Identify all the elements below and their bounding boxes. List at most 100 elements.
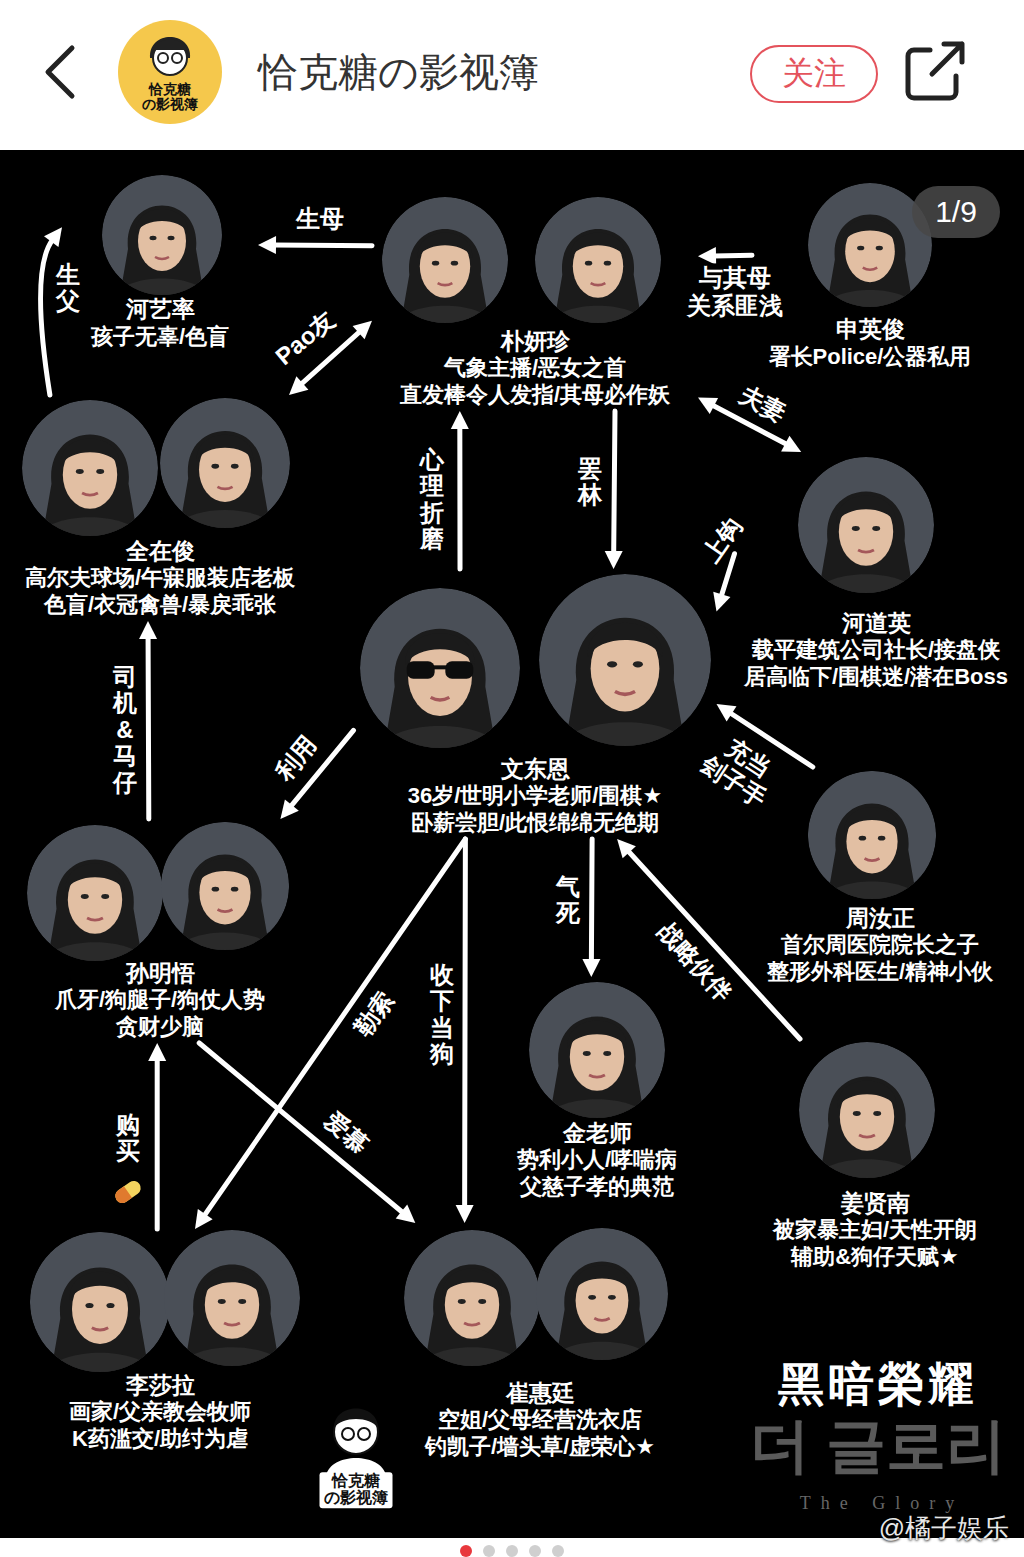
relation-label: 司机&马仔 — [111, 662, 139, 798]
arrow-head — [781, 436, 801, 452]
character-note: 36岁/世明小学老师/围棋★ 卧薪尝胆/此恨绵绵无绝期 — [407, 783, 664, 836]
relation-arrow — [199, 1043, 415, 1223]
arrow-head — [289, 376, 308, 395]
relation-arrow — [582, 839, 600, 977]
pill-icon — [113, 1178, 144, 1206]
relation-arrow — [698, 247, 752, 265]
avatar-caption: 恰克糖 の影视簿 — [141, 82, 200, 111]
arrow-head — [582, 959, 600, 977]
character-card: 周汝正首尔周医院院长之子 整形外科医生/精神小伙 — [760, 770, 1000, 985]
caption-block: 河道英载平建筑公司社长/接盘侠 居高临下/围棋迷/潜在Boss — [738, 610, 1015, 690]
avatar-icon — [118, 20, 222, 124]
character-card: 崔惠廷空姐/父母经营洗衣店 钓凯子/墙头草/虚荣心★ — [395, 1226, 685, 1460]
relation-label: 战略伙伴 — [650, 914, 740, 1010]
arrow-head — [617, 839, 636, 858]
character-name: 申英俊 — [836, 316, 905, 343]
character-name: 河艺率 — [126, 296, 195, 323]
relation-line — [462, 839, 468, 1207]
character-note: 署长Police/公器私用 — [769, 344, 972, 370]
character-name: 全在俊 — [126, 538, 195, 565]
app-header — [0, 0, 1024, 150]
caption-block: 文东恩36岁/世明小学老师/围棋★ 卧薪尝胆/此恨绵绵无绝期 — [357, 756, 714, 836]
relation-label: 利用 — [267, 728, 324, 788]
relation-label: 生母 — [293, 204, 347, 234]
relation-arrow — [456, 839, 474, 1223]
arrow-head — [456, 1205, 474, 1223]
page-indicator: 1/9 — [912, 186, 1000, 238]
caption-block: 周汝正首尔周医院院长之子 整形外科医生/精神小伙 — [760, 905, 1000, 985]
relation-line — [146, 637, 152, 819]
character-note: 首尔周医院院长之子 整形外科医生/精神小伙 — [766, 932, 995, 985]
relation-arrow — [195, 839, 465, 1229]
character-name: 河道英 — [842, 610, 911, 637]
relation-line — [155, 1059, 160, 1229]
arrow-head — [698, 247, 716, 265]
mascot-caption: 恰克糖 の影视簿 — [320, 1472, 393, 1508]
relation-line — [628, 851, 800, 1039]
arrow-head — [195, 1209, 213, 1229]
show-title-korean: 더 글로리 — [750, 1406, 1007, 1487]
arrow-head — [258, 236, 276, 254]
relation-line — [199, 1043, 403, 1213]
character-card: 姜贤南被家暴主妇/天性开朗 辅助&狗仔天赋★ — [750, 1042, 1000, 1270]
character-name: 崔惠廷 — [506, 1380, 575, 1407]
character-card: 全在俊高尔夫球场/午寐服装店老板 色盲/衣冠禽兽/暴戾乖张 — [10, 398, 310, 618]
caption-block: 孙明悟爪牙/狗腿子/狗仗人势 贪财少脑 — [20, 960, 300, 1040]
arrow-head — [280, 799, 298, 819]
character-name: 周汝正 — [846, 905, 915, 932]
arrow-head — [148, 1043, 166, 1061]
watermark: @橘子娱乐 — [879, 1511, 1009, 1546]
show-title: 黑暗榮耀 — [778, 1354, 978, 1416]
relation-label: Pao友 — [267, 303, 343, 373]
character-card: 河艺率孩子无辜/色盲 — [65, 172, 255, 350]
account-name: 恰克糖の影视簿 — [258, 45, 539, 100]
relation-arrow — [617, 839, 800, 1039]
character-name: 文东恩 — [501, 756, 570, 783]
relation-label: 与其母 关系匪浅 — [683, 263, 788, 320]
caption-block: 河艺率孩子无辜/色盲 — [65, 296, 255, 350]
character-note: 爪牙/狗腿子/狗仗人势 贪财少脑 — [54, 987, 267, 1040]
character-note: 画家/父亲教会牧师 K药滥交/助纣为虐 — [68, 1399, 253, 1452]
relation-label: 勒索 — [347, 983, 402, 1044]
character-card: 河道英载平建筑公司社长/接盘侠 居高临下/围棋迷/潜在Boss — [738, 455, 1015, 690]
character-card: 孙明悟爪牙/狗腿子/狗仗人势 贪财少脑 — [20, 822, 300, 1040]
character-name: 孙明悟 — [126, 960, 195, 987]
relation-label: 收下当狗 — [428, 960, 456, 1070]
caption-block: 申英俊署长Police/公器私用 — [755, 316, 985, 370]
arrow-head — [451, 411, 469, 429]
arrow-head — [698, 398, 718, 414]
relation-arrow — [139, 621, 157, 819]
character-card: 朴妍珍气象主播/恶女之首 直发棒令人发指/其母必作妖 — [375, 200, 695, 408]
relation-label: 购买 — [114, 1110, 142, 1167]
relation-line — [457, 427, 462, 569]
caption-block: 崔惠廷空姐/父母经营洗衣店 钓凯子/墙头草/虚荣心★ — [395, 1380, 685, 1460]
character-note: 高尔夫球场/午寐服装店老板 色盲/衣冠禽兽/暴戾乖张 — [24, 565, 297, 618]
relation-label: 生父 — [54, 260, 82, 317]
back-arrow — [48, 48, 72, 96]
relation-arrow — [451, 411, 469, 569]
character-note: 被家暴主妇/天性开朗 辅助&狗仔天赋★ — [772, 1217, 979, 1270]
character-card: 金老师势利小人/哮喘病 父慈子孝的典范 — [502, 980, 692, 1200]
character-name: 朴妍珍 — [501, 328, 570, 355]
diagram-ground — [0, 150, 1024, 1538]
caption-block: 姜贤南被家暴主妇/天性开朗 辅助&狗仔天赋★ — [750, 1190, 1000, 1270]
relation-line — [714, 253, 752, 259]
character-note: 空姐/父母经营洗衣店 钓凯子/墙头草/虚荣心★ — [424, 1407, 656, 1460]
character-note: 孩子无辜/色盲 — [91, 324, 229, 350]
relation-line — [274, 243, 372, 249]
relation-line — [614, 411, 615, 553]
relation-line — [204, 839, 465, 1216]
arrow-head — [353, 321, 372, 340]
arrow-head — [605, 551, 623, 569]
relation-label: 上钩 — [694, 509, 749, 570]
button-text: 关注 — [782, 52, 846, 96]
show-title-english: The Glory — [800, 1493, 964, 1514]
relation-label: 充当 刽子手 — [691, 724, 790, 816]
caption-block: 金老师势利小人/哮喘病 父慈子孝的典范 — [502, 1120, 692, 1200]
caption-block: 朴妍珍气象主播/恶女之首 直发棒令人发指/其母必作妖 — [375, 328, 695, 408]
relation-label: 爱慕 — [316, 1104, 376, 1162]
caption-block: 李莎拉画家/父亲教会牧师 K药滥交/助纣为虐 — [20, 1372, 300, 1452]
character-name: 金老师 — [563, 1120, 632, 1147]
